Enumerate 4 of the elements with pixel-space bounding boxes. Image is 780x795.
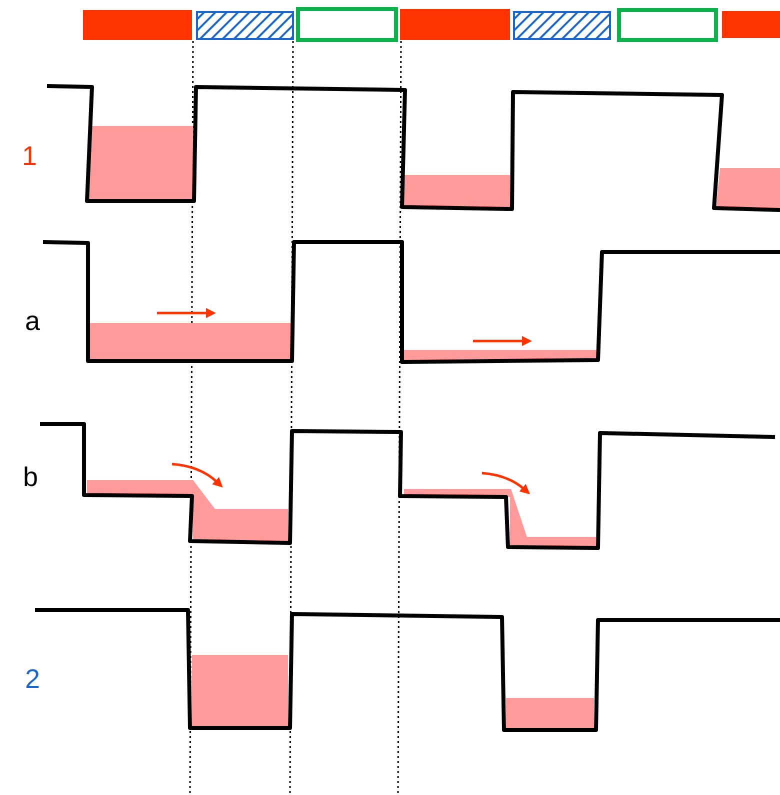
row-label: b: [23, 464, 38, 491]
row-label: 2: [25, 666, 40, 693]
row-label: a: [25, 308, 40, 335]
row-label: 1: [22, 143, 38, 170]
